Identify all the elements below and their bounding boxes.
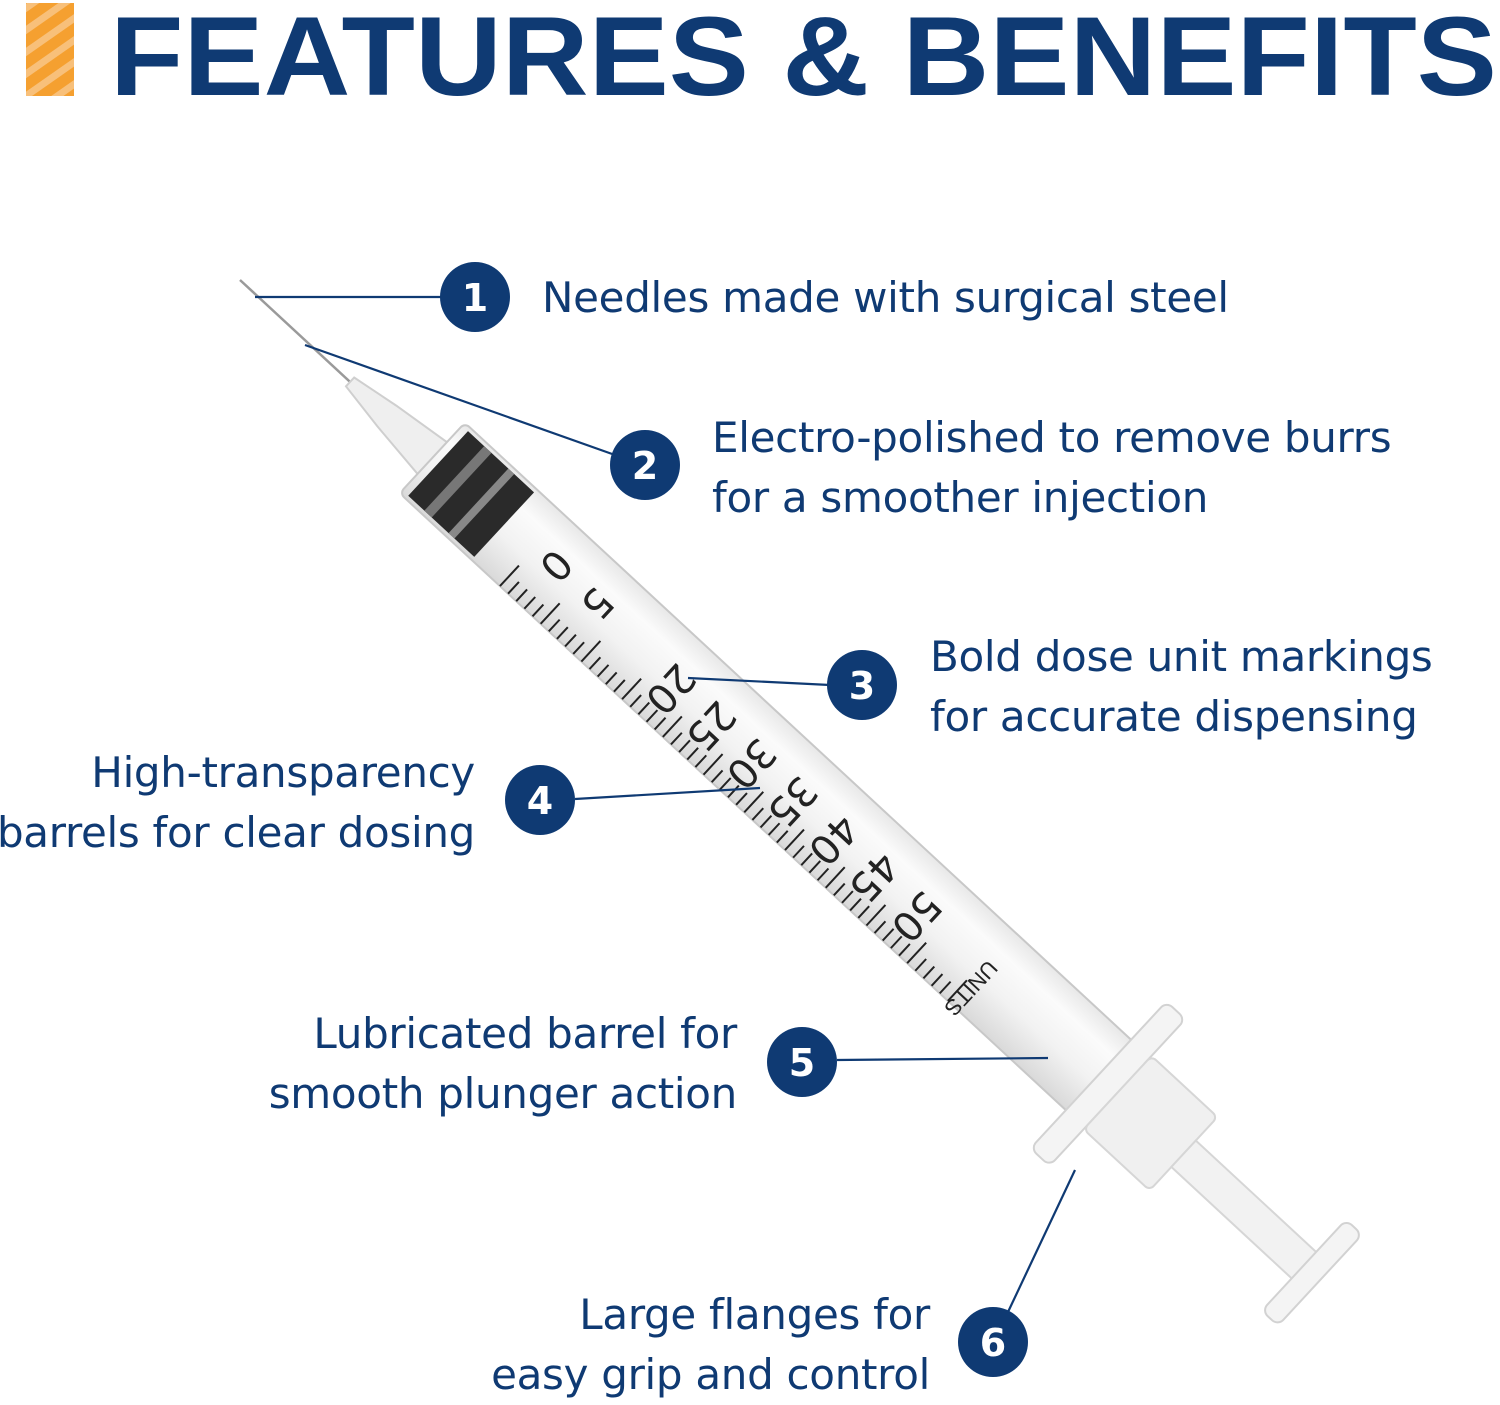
callout-line: Electro-polished to remove burrs xyxy=(712,413,1392,462)
scale-tick xyxy=(735,792,748,806)
scale-tick xyxy=(865,904,887,927)
scale-tick xyxy=(645,709,659,723)
callout-badge-5: 5 xyxy=(767,1027,837,1097)
scale-tick xyxy=(922,965,936,979)
scale-tick xyxy=(580,640,602,663)
scale-tick xyxy=(873,920,887,934)
scale-tick xyxy=(727,784,740,798)
callout-text-1: Needles made with surgical steel xyxy=(542,268,1229,328)
callout-line: Lubricated barrel for xyxy=(313,1009,737,1058)
scale-tick xyxy=(702,753,724,776)
header-accent-bar xyxy=(26,3,74,96)
scale-tick xyxy=(653,716,667,731)
scale-tick xyxy=(759,815,773,829)
callout-badge-6: 6 xyxy=(958,1307,1028,1377)
scale-tick xyxy=(499,564,520,587)
scale-tick xyxy=(588,656,602,670)
scale-tick xyxy=(841,890,854,904)
svg-text:2: 2 xyxy=(632,444,658,488)
scale-tick xyxy=(515,588,528,602)
callout-line: High-transparency xyxy=(91,748,475,797)
scale-tick xyxy=(824,866,846,889)
callout-line: easy grip and control xyxy=(491,1350,930,1399)
scale-tick xyxy=(808,860,822,874)
leader-lines xyxy=(255,295,1076,1313)
scale-tick xyxy=(629,694,642,708)
callout-badge-3: 3 xyxy=(827,650,897,720)
plunger-thumb-press xyxy=(1264,1222,1360,1324)
svg-text:4: 4 xyxy=(527,779,553,823)
scale-tick xyxy=(539,602,561,625)
plunger-rod xyxy=(1169,1139,1322,1284)
callout-line: Bold dose unit markings xyxy=(930,632,1433,681)
scale-tick xyxy=(678,739,691,753)
scale-tick xyxy=(637,701,650,716)
scale-tick xyxy=(898,943,911,957)
page-title: FEATURES & BENEFITS xyxy=(110,0,1497,119)
callout-line: smooth plunger action xyxy=(268,1069,738,1118)
scale-tick xyxy=(686,747,699,761)
scale-tick xyxy=(833,882,846,897)
scale-tick xyxy=(523,596,536,610)
scale-tick xyxy=(719,777,732,791)
callout-line: for a smoother injection xyxy=(712,473,1209,522)
scale-tick xyxy=(816,867,830,881)
scale-tick xyxy=(507,581,520,595)
scale-tick xyxy=(906,941,927,964)
callout-line: Needles made with surgical steel xyxy=(542,273,1229,322)
scale-tick xyxy=(613,679,626,693)
callout-text-3: Bold dose unit markings for accurate dis… xyxy=(930,627,1433,747)
callout-line: barrels for clear dosing xyxy=(0,808,475,857)
svg-text:5: 5 xyxy=(789,1041,815,1085)
callout-badge-1: 1 xyxy=(440,262,510,332)
scale-tick xyxy=(792,845,805,859)
scale-tick xyxy=(605,671,618,685)
scale-tick xyxy=(662,715,683,738)
scale-tick xyxy=(531,603,545,617)
callout-badge-2: 2 xyxy=(610,430,680,500)
scale-tick xyxy=(947,979,968,1002)
scale-tick xyxy=(670,732,683,746)
scale-tick xyxy=(743,791,765,814)
callout-line: for accurate dispensing xyxy=(930,692,1418,741)
svg-text:6: 6 xyxy=(980,1321,1006,1365)
scale-tick xyxy=(857,905,870,919)
scale-tick xyxy=(564,634,577,648)
scale-tick xyxy=(751,807,765,821)
callout-text-2: Electro-polished to remove burrs for a s… xyxy=(712,408,1392,528)
scale-tick xyxy=(776,830,789,844)
dose-scale-ticks xyxy=(499,564,968,1002)
scale-tick xyxy=(930,973,944,987)
scale-tick xyxy=(849,897,862,912)
svg-text:1: 1 xyxy=(462,276,488,320)
callout-text-5: Lubricated barrel for smooth plunger act… xyxy=(268,1004,738,1124)
plunger-stopper xyxy=(408,431,535,557)
scale-tick xyxy=(938,980,952,995)
scale-tick xyxy=(596,664,610,678)
callout-text-4: High-transparency barrels for clear dosi… xyxy=(0,743,475,863)
scale-tick xyxy=(881,928,895,942)
callout-text-6: Large flanges for easy grip and control xyxy=(491,1285,930,1405)
scale-tick xyxy=(556,626,569,640)
scale-tick xyxy=(800,852,813,866)
scale-tick xyxy=(621,678,642,700)
scale-tick xyxy=(694,754,707,768)
scale-tick xyxy=(784,828,805,851)
scale-tick xyxy=(548,618,561,633)
scale-tick xyxy=(914,958,927,972)
scale-tick xyxy=(572,641,585,655)
svg-text:3: 3 xyxy=(849,664,875,708)
scale-tick xyxy=(890,935,903,949)
scale-tick xyxy=(767,822,781,836)
callout-line: Large flanges for xyxy=(579,1290,930,1339)
scale-tick xyxy=(710,769,724,783)
callout-badge-4: 4 xyxy=(505,765,575,835)
